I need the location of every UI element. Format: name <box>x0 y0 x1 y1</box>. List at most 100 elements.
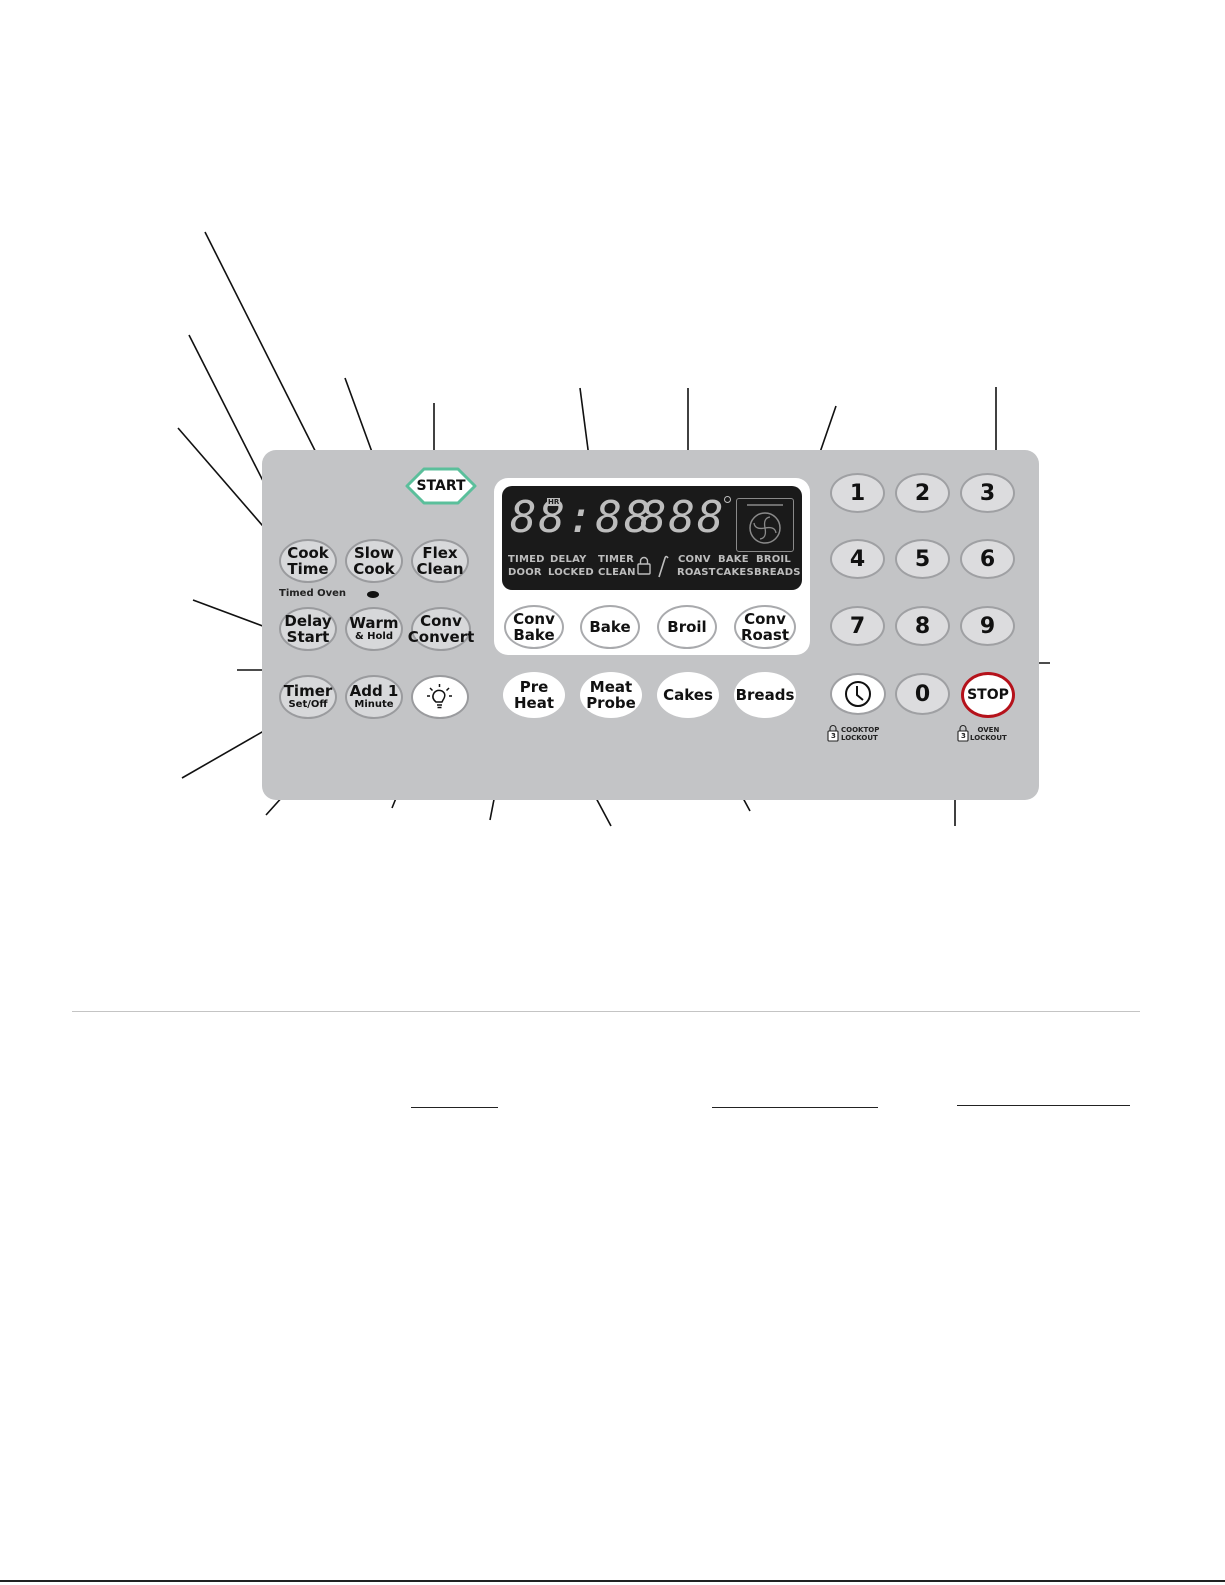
display-word-locked: LOCKED <box>548 567 594 578</box>
meat-probe-label-1: Meat <box>589 678 633 696</box>
oven-lockout-line-2: LOCKOUT <box>970 734 1007 742</box>
slow-cook-button[interactable]: Slow Cook <box>345 539 403 583</box>
display-probe-icon <box>658 555 669 578</box>
stop-button[interactable]: STOP <box>961 672 1015 718</box>
conv-roast-label-1: Conv <box>744 610 786 628</box>
bake-label: Bake <box>589 618 631 636</box>
display-word-breads: BREADS <box>754 567 801 578</box>
delay-start-label-1: Delay <box>284 612 332 630</box>
indicator-light <box>367 591 379 598</box>
warm-hold-button[interactable]: Warm & Hold <box>345 607 403 651</box>
conv-convert-label-2: Convert <box>407 628 475 646</box>
display-digits-clock: 88:88 <box>510 492 653 543</box>
oven-lockout-line-1: OVEN <box>977 726 1000 734</box>
cooktop-lockout-label: COOKTOP LOCKOUT <box>841 726 879 742</box>
pre-heat-label-1: Pre <box>519 678 549 696</box>
display-lock-icon <box>637 556 651 575</box>
conv-bake-button[interactable]: Conv Bake <box>504 605 564 649</box>
delay-start-button[interactable]: Delay Start <box>279 607 337 651</box>
conv-roast-label-2: Roast <box>740 626 790 644</box>
warm-hold-label-2: & Hold <box>354 631 394 642</box>
display-digits-temp: 888 <box>640 492 726 543</box>
timer-label-2: Set/Off <box>288 699 328 710</box>
cook-time-label-1: Cook <box>287 544 329 562</box>
display-word-broil: BROIL <box>756 554 791 565</box>
display-screen: 88:88 888 HR TIMED DELAY TIMER CONV BAKE… <box>502 486 802 590</box>
meat-probe-button[interactable]: Meat Probe <box>580 672 642 718</box>
warm-hold-label-1: Warm <box>349 614 399 632</box>
flex-clean-button[interactable]: Flex Clean <box>411 539 469 583</box>
conv-bake-label-2: Bake <box>513 626 555 644</box>
oven-fan-icon <box>736 498 794 552</box>
slow-cook-label-2: Cook <box>353 560 395 578</box>
pre-heat-button[interactable]: Pre Heat <box>503 672 565 718</box>
bake-button[interactable]: Bake <box>580 605 640 649</box>
keypad-2-button[interactable]: 2 <box>895 473 950 513</box>
clock-button[interactable] <box>830 673 886 715</box>
keypad-9-button[interactable]: 9 <box>960 606 1015 646</box>
add-minute-label-2: Minute <box>354 699 394 710</box>
oven-lock-icon <box>957 725 969 742</box>
underline-2 <box>712 1107 878 1108</box>
cooktop-lockout-line-2: LOCKOUT <box>841 734 878 742</box>
light-bulb-icon <box>427 684 452 709</box>
section-divider <box>72 1011 1140 1012</box>
conv-roast-button[interactable]: Conv Roast <box>734 605 796 649</box>
cook-time-button[interactable]: Cook Time <box>279 539 337 583</box>
oven-light-button[interactable] <box>411 675 469 719</box>
cakes-label: Cakes <box>663 686 713 704</box>
timed-oven-label: Timed Oven <box>279 588 347 599</box>
display-word-conv: CONV <box>678 554 711 565</box>
keypad-4-button[interactable]: 4 <box>830 539 885 579</box>
start-button[interactable]: START <box>404 466 478 506</box>
timer-label-1: Timer <box>283 682 333 700</box>
oven-lockout-label: OVEN LOCKOUT <box>970 726 1007 742</box>
keypad-3-button[interactable]: 3 <box>960 473 1015 513</box>
cooktop-lockout-line-1: COOKTOP <box>841 726 880 734</box>
flex-clean-label-1: Flex <box>422 544 458 562</box>
cooktop-lock-icon <box>827 725 839 742</box>
breads-button[interactable]: Breads <box>734 672 796 718</box>
conv-convert-button[interactable]: Conv Convert <box>408 607 474 651</box>
delay-start-label-2: Start <box>286 628 330 646</box>
display-word-cakes: CAKES <box>716 567 754 578</box>
display-word-clean: CLEAN <box>598 567 636 578</box>
add-minute-label-1: Add 1 <box>349 682 399 700</box>
start-button-shape <box>405 467 477 505</box>
pre-heat-label-2: Heat <box>513 694 555 712</box>
meat-probe-label-2: Probe <box>586 694 636 712</box>
keypad-7-button[interactable]: 7 <box>830 606 885 646</box>
broil-label: Broil <box>667 618 707 636</box>
display-word-roast: ROAST <box>677 567 716 578</box>
display-hr-indicator: HR <box>547 498 561 506</box>
callout-line-delay-start <box>192 599 269 629</box>
page-bottom-rule <box>0 1580 1225 1582</box>
breads-label: Breads <box>735 686 795 704</box>
add-minute-button[interactable]: Add 1 Minute <box>345 675 403 719</box>
broil-button[interactable]: Broil <box>657 605 717 649</box>
display-word-door: DOOR <box>508 567 542 578</box>
clock-icon <box>845 681 871 707</box>
display-word-timed: TIMED <box>508 554 545 565</box>
cooktop-lock-digit: 3 <box>831 732 836 740</box>
display-word-timer: TIMER <box>598 554 635 565</box>
keypad-6-button[interactable]: 6 <box>960 539 1015 579</box>
display-word-bake: BAKE <box>718 554 749 565</box>
keypad-1-button[interactable]: 1 <box>830 473 885 513</box>
start-label: START <box>416 478 466 494</box>
timer-button[interactable]: Timer Set/Off <box>279 675 337 719</box>
underline-1 <box>411 1107 498 1108</box>
keypad-8-button[interactable]: 8 <box>895 606 950 646</box>
conv-convert-label-1: Conv <box>420 612 462 630</box>
conv-bake-label-1: Conv <box>513 610 555 628</box>
cakes-button[interactable]: Cakes <box>657 672 719 718</box>
underline-3 <box>957 1105 1130 1106</box>
flex-clean-label-2: Clean <box>416 560 464 578</box>
keypad-5-button[interactable]: 5 <box>895 539 950 579</box>
degree-indicator <box>724 496 731 503</box>
keypad-0-button[interactable]: 0 <box>895 673 950 715</box>
slow-cook-label-1: Slow <box>353 544 395 562</box>
display-word-delay: DELAY <box>550 554 587 565</box>
cook-time-label-2: Time <box>287 560 329 578</box>
callout-line-timer <box>181 723 277 779</box>
